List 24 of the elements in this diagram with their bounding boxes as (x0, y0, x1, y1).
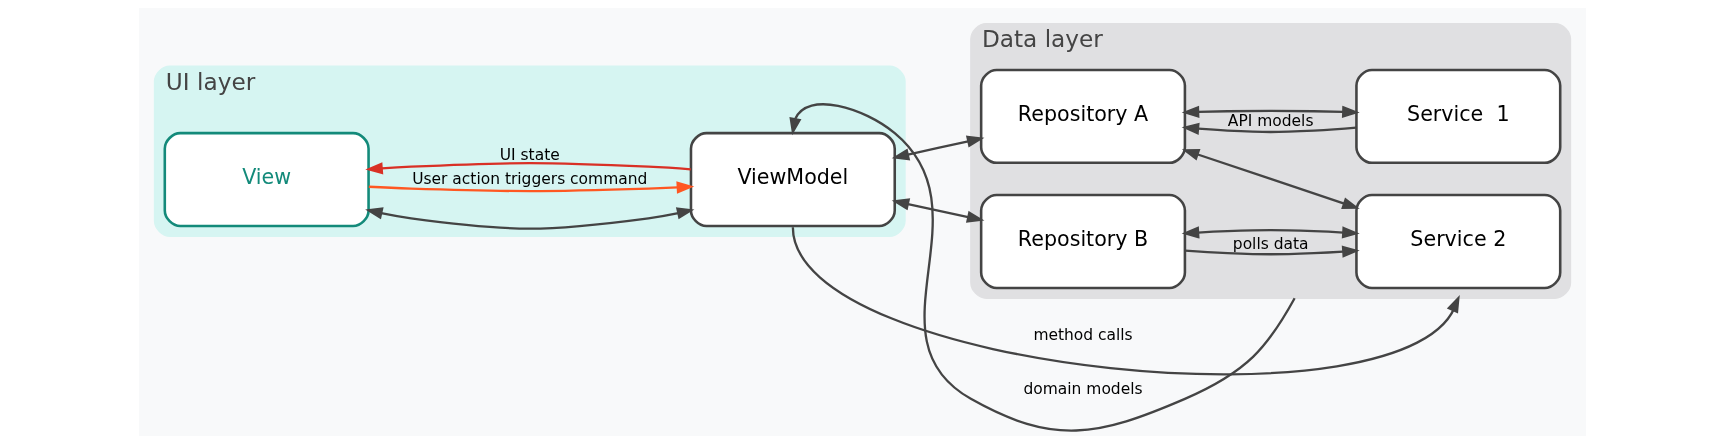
arrow (791, 226, 1460, 375)
arrow (1185, 245, 1360, 258)
node-box: Service 1 (1355, 68, 1562, 165)
edge-label: User action triggers command (412, 170, 648, 189)
arrow (1181, 105, 1360, 119)
edge-label: method calls (1033, 326, 1133, 345)
arrow (1181, 122, 1357, 135)
node-box: Repository B (979, 193, 1187, 290)
edge-label: API models (1227, 112, 1314, 131)
arrow (365, 162, 691, 175)
edge-label: UI state (499, 145, 560, 164)
arrow (891, 198, 985, 223)
arrow (368, 181, 695, 194)
arrow (1181, 226, 1360, 239)
edge-label: domain models (1023, 380, 1143, 399)
arrow (789, 103, 1296, 432)
edge-label: polls data (1232, 234, 1309, 253)
arrow (1181, 148, 1360, 210)
arrow (891, 135, 985, 161)
node-box: Service 2 (1355, 193, 1562, 290)
node-box: View (163, 131, 370, 228)
node-box: ViewModel (689, 131, 897, 228)
arrow (365, 207, 695, 230)
node-box: Repository A (979, 68, 1187, 165)
